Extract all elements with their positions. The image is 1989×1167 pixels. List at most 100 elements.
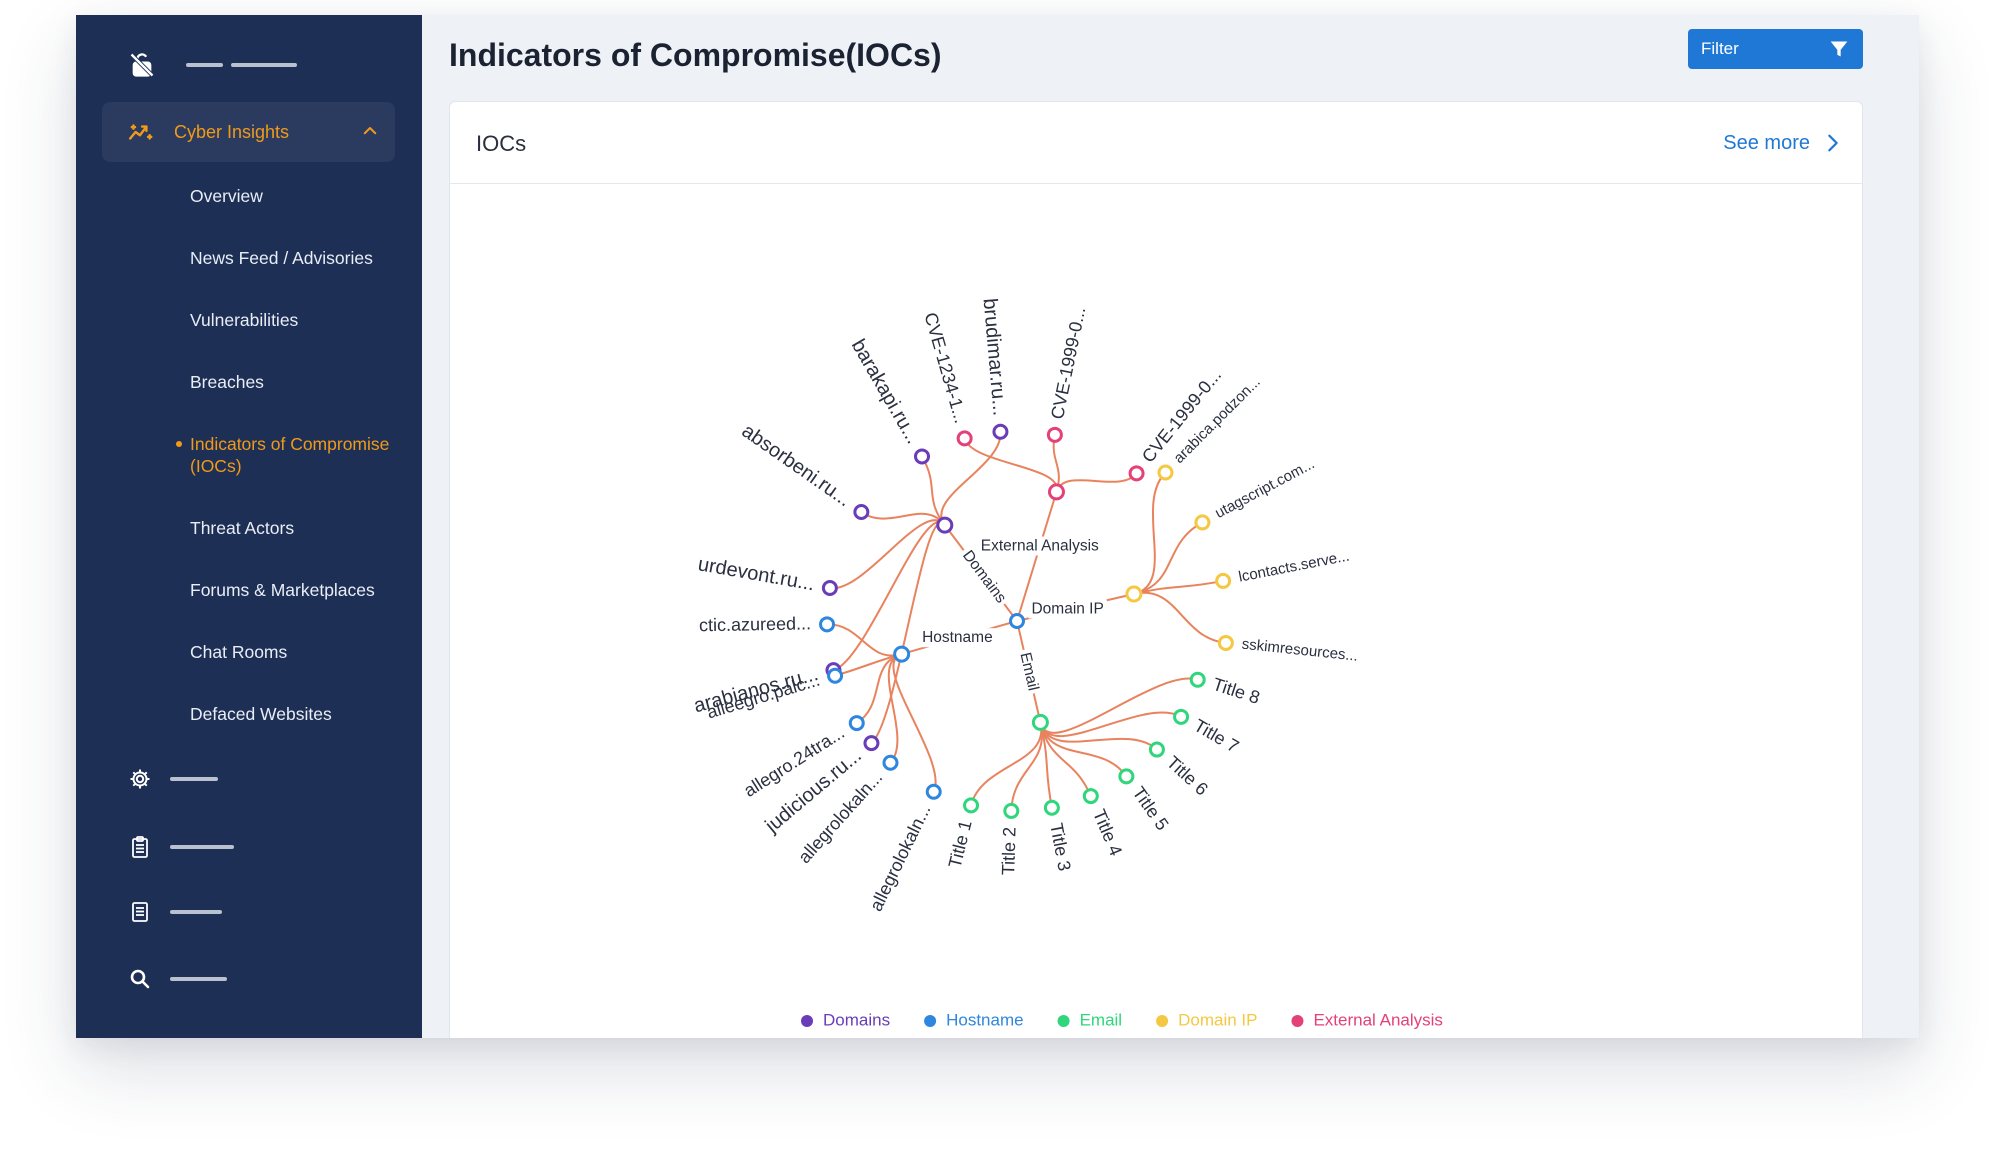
leaf-node bbox=[1173, 708, 1190, 725]
leaf-node bbox=[848, 715, 865, 732]
placeholder-text bbox=[170, 910, 222, 914]
sidebar-item-forums[interactable]: Forums & Marketplaces bbox=[190, 580, 375, 600]
tree-link bbox=[829, 519, 946, 590]
sidebar-item-documents[interactable] bbox=[128, 900, 222, 924]
sidebar-item-threat-actors[interactable]: Threat Actors bbox=[190, 518, 295, 538]
nav-group-label: Cyber Insights bbox=[174, 121, 290, 142]
leaf-node bbox=[1194, 514, 1211, 531]
legend-label: Domain IP bbox=[1178, 1010, 1257, 1029]
card-title: IOCs bbox=[476, 131, 527, 156]
tree-link bbox=[963, 437, 1058, 493]
clipboard-icon bbox=[132, 836, 148, 858]
leaf-label: Title 7 bbox=[1190, 715, 1242, 757]
group-label: Hostname bbox=[922, 629, 993, 646]
group-label-halo bbox=[1028, 599, 1107, 619]
tree-link bbox=[1010, 722, 1043, 811]
leaf-node bbox=[992, 423, 1009, 440]
leaf-node bbox=[963, 797, 980, 814]
group-node bbox=[936, 516, 954, 534]
sidebar-item-chat-rooms[interactable]: Chat Rooms bbox=[190, 642, 288, 662]
sidebar-item-search[interactable] bbox=[128, 967, 227, 991]
group-label-halo bbox=[956, 544, 1013, 610]
sidebar-item-news-feed[interactable]: News Feed / Advisories bbox=[190, 248, 373, 268]
funnel-icon bbox=[1830, 41, 1848, 57]
legend-label: Email bbox=[1080, 1010, 1123, 1029]
group-label: Domain IP bbox=[1031, 600, 1103, 617]
root-node bbox=[1009, 613, 1025, 629]
gear-icon bbox=[130, 769, 150, 789]
leaf-node bbox=[821, 580, 838, 597]
group-node bbox=[1125, 585, 1143, 603]
sidebar-item-defaced-websites[interactable]: Defaced Websites bbox=[190, 704, 332, 724]
page-title: Indicators of Compromise(IOCs) bbox=[449, 37, 942, 73]
leaf-node bbox=[925, 783, 942, 800]
placeholder-text bbox=[170, 777, 218, 781]
placeholder-text bbox=[186, 63, 223, 67]
leaf-node bbox=[819, 616, 836, 633]
tree-link bbox=[1055, 472, 1138, 493]
tree-link bbox=[833, 521, 946, 672]
leaf-label: ctic.azureed... bbox=[699, 613, 811, 635]
tree-link bbox=[892, 653, 937, 793]
nav-group-cyber-insights[interactable]: Cyber Insights bbox=[102, 102, 395, 162]
leaf-node bbox=[1128, 465, 1145, 482]
group-node bbox=[1031, 713, 1049, 731]
see-more-link[interactable]: See more bbox=[1723, 132, 1810, 154]
sidebar: Cyber Insights Overview News Feed / Advi… bbox=[76, 15, 422, 1038]
leaf-node bbox=[853, 504, 870, 521]
tree-link bbox=[1133, 521, 1203, 595]
sidebar-item-overview[interactable]: Overview bbox=[190, 186, 263, 206]
legend-swatch bbox=[1156, 1015, 1169, 1027]
sidebar-item-settings[interactable] bbox=[128, 767, 218, 791]
group-node bbox=[893, 645, 911, 663]
tree-link bbox=[827, 623, 902, 657]
tree-link bbox=[921, 455, 946, 526]
placeholder-text bbox=[170, 977, 227, 981]
search-icon bbox=[130, 969, 150, 989]
filter-button-label: Filter bbox=[1701, 39, 1739, 58]
tree-link bbox=[1133, 579, 1224, 595]
group-label: Domains bbox=[959, 547, 1010, 606]
tree-link bbox=[1039, 711, 1182, 737]
sidebar-item-vulnerabilities[interactable]: Vulnerabilities bbox=[190, 310, 299, 330]
tree-link bbox=[1133, 591, 1226, 644]
sidebar-item-reports[interactable] bbox=[128, 835, 234, 859]
leaf-node bbox=[1082, 788, 1099, 805]
group-label-halo bbox=[977, 536, 1103, 556]
tree-link bbox=[1016, 491, 1058, 622]
leaf-label: Title 6 bbox=[1163, 752, 1212, 799]
leaf-node bbox=[1043, 799, 1060, 816]
sidebar-item-iocs[interactable]: Indicators of Compromise (IOCs) bbox=[190, 434, 390, 476]
tree-link bbox=[870, 521, 946, 744]
chevron-right-icon[interactable] bbox=[1822, 132, 1844, 154]
leaf-node bbox=[1118, 768, 1135, 785]
leaf-label: urdevont.ru... bbox=[696, 553, 816, 595]
leaf-label: Title 2 bbox=[998, 827, 1019, 876]
leaf-label: utagscript.com... bbox=[1212, 455, 1317, 522]
leaf-label: sskimresources... bbox=[1241, 636, 1359, 665]
lock-off-icon[interactable] bbox=[128, 51, 156, 79]
leaf-label: CVE-1999-0... bbox=[1047, 305, 1089, 421]
tree-link bbox=[940, 431, 1002, 526]
filter-button[interactable]: Filter bbox=[1688, 29, 1863, 69]
placeholder-text bbox=[231, 63, 297, 67]
leaf-node bbox=[1217, 634, 1234, 651]
card-header: IOCs See more bbox=[450, 102, 1862, 184]
group-node bbox=[1047, 483, 1065, 501]
tree-link bbox=[1039, 722, 1158, 751]
chevron-up-icon[interactable] bbox=[361, 122, 379, 140]
tree-link bbox=[1039, 677, 1199, 734]
leaf-node bbox=[1003, 802, 1020, 819]
legend-label: Hostname bbox=[946, 1010, 1023, 1029]
sidebar-item-breaches[interactable]: Breaches bbox=[190, 372, 264, 392]
tree-link bbox=[834, 653, 902, 677]
trend-icon bbox=[128, 124, 153, 140]
legend-swatch bbox=[1291, 1015, 1304, 1027]
tree-link bbox=[1039, 722, 1128, 777]
leaf-label: Title 1 bbox=[945, 818, 976, 870]
ioc-radial-tree: Domainsjudicious.ru...arabianos.ru...urd… bbox=[691, 297, 1442, 1029]
leaf-node bbox=[956, 430, 973, 447]
group-label: External Analysis bbox=[981, 538, 1099, 555]
leaf-label: Title 8 bbox=[1210, 674, 1262, 708]
